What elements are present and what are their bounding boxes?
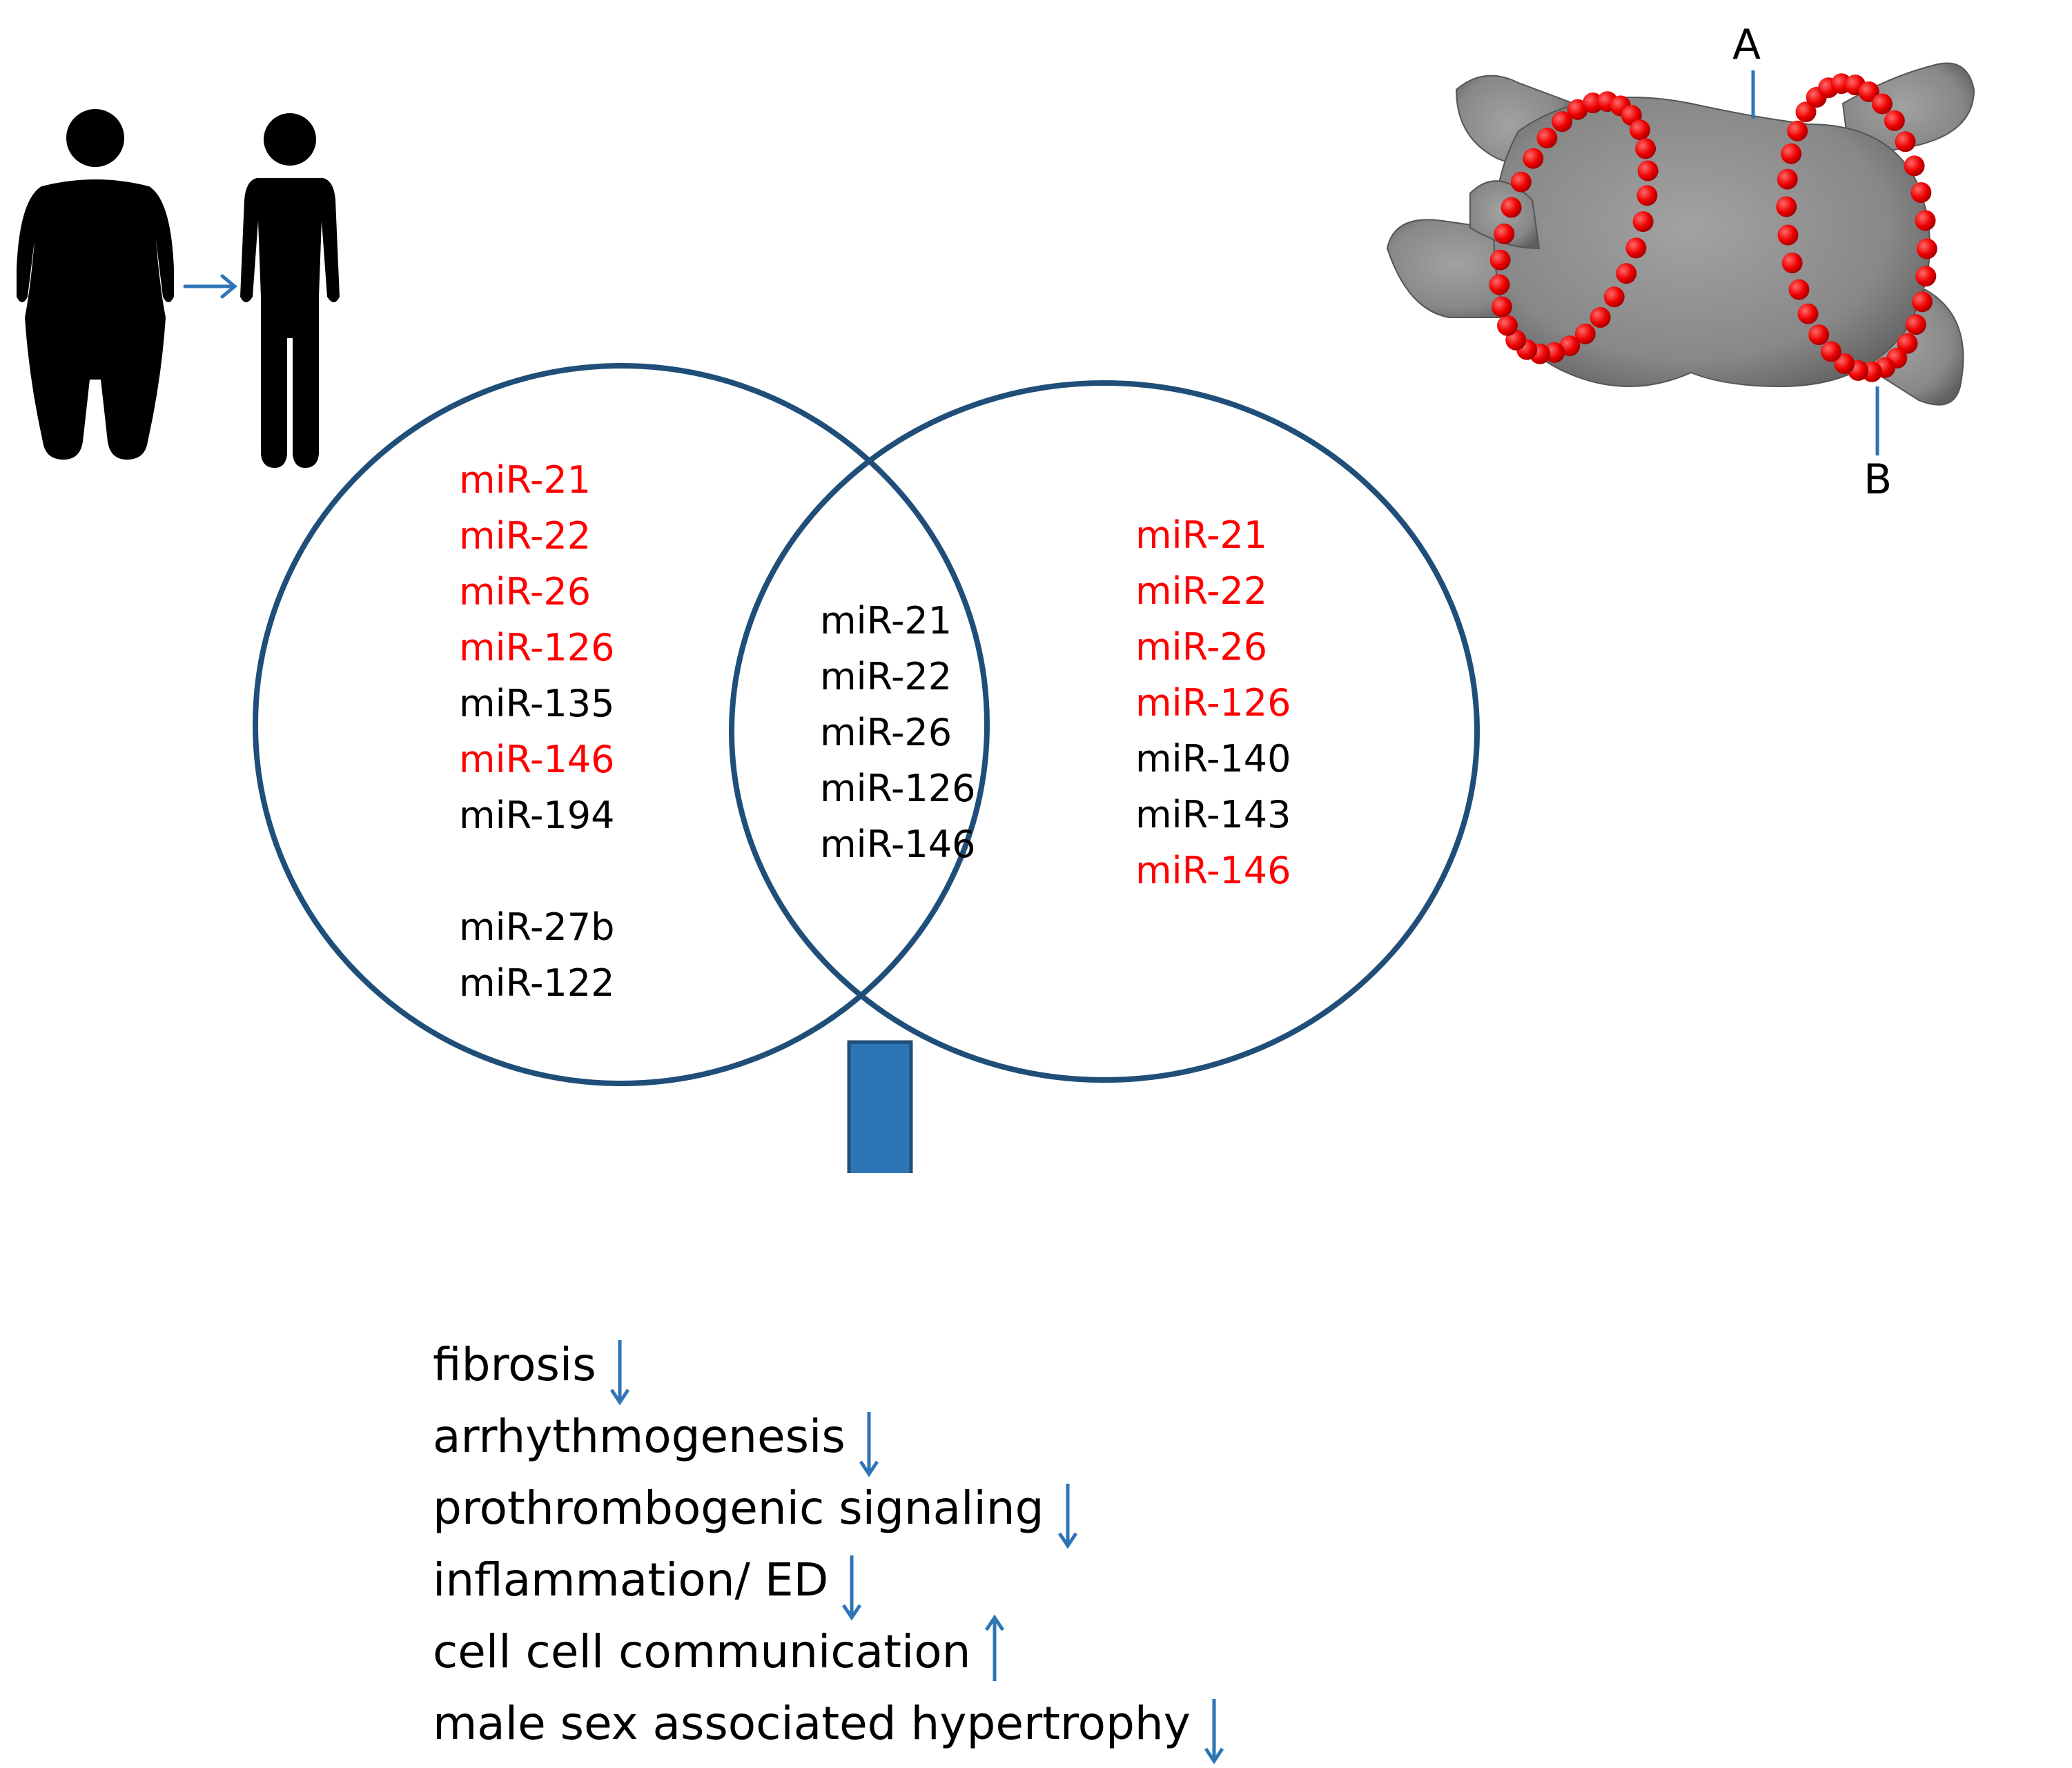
ablation-point [1574,323,1596,344]
ablation-point [1501,197,1522,218]
venn-diagram [253,363,1480,1173]
ablation-point [1489,249,1511,271]
obese-person-icon [17,109,174,460]
effect-label: male sex associated hypertrophy [433,1697,1191,1750]
ablation-point [1788,279,1810,300]
right-set-item: miR-22 [1135,569,1268,613]
ablation-point [1603,286,1625,308]
down-arrow-icon [1204,1699,1224,1765]
right-set-item: miR-140 [1135,737,1291,780]
right-set-item: miR-146 [1135,849,1291,892]
ablation-point [1821,341,1841,362]
left-set-extra-item: miR-122 [459,961,615,1005]
ablation-point [1872,93,1893,115]
slim-person-icon [240,113,340,468]
intersection-item: miR-26 [820,711,952,754]
down-arrow-icon [1057,1484,1077,1549]
obese-to-slim-icon [17,109,340,468]
intersection-item: miR-126 [820,767,976,810]
progression-arrow-icon [183,274,237,299]
ablation-point [1916,238,1937,259]
left-set-item: miR-126 [459,626,615,669]
effect-label: fibrosis [433,1338,596,1391]
label-a: A [1732,21,1761,69]
ablation-point [1637,160,1659,181]
intersection-item: miR-22 [820,655,952,698]
ablation-point [1910,182,1932,203]
label-b: B [1864,455,1893,504]
ablation-point [1616,263,1637,284]
ablation-point [1776,196,1797,217]
ablation-point [1494,223,1515,244]
right-set-circle [729,380,1480,1083]
intersection-item: miR-146 [820,823,976,866]
ablation-point [1636,185,1658,206]
ablation-point [1632,211,1654,233]
left-set-item: miR-146 [459,738,615,781]
ablation-point [1552,111,1573,132]
ablation-point [1489,274,1510,295]
left-set-circle [253,363,990,1086]
right-set-item: miR-143 [1135,793,1291,836]
ablation-point [1884,110,1905,131]
right-set-item: miR-21 [1135,513,1268,557]
ablation-point [1797,303,1819,324]
left-set-item: miR-21 [459,458,592,502]
up-arrow-icon [984,1614,1004,1681]
ablation-point [1911,291,1933,313]
ablation-point [1781,253,1803,273]
right-set-item: miR-126 [1135,681,1291,725]
ablation-point [1787,120,1808,141]
left-set-item: miR-135 [459,682,615,725]
ablation-point [1895,131,1916,153]
effect-label: inflammation/ ED [433,1553,829,1607]
ablation-point [1915,210,1936,231]
ablation-point [1491,296,1512,317]
left-atrium-model [1386,62,1975,455]
ablation-point [1510,171,1532,193]
ablation-point [1523,148,1544,169]
ablation-point [1635,138,1656,159]
ablation-point [1625,237,1647,259]
ablation-point [1630,119,1650,141]
ablation-point [1590,307,1611,328]
ablation-point [1915,266,1937,287]
effect-label: arrhythmogenesis [433,1410,846,1463]
ablation-point [1904,155,1925,177]
ablation-point [1777,168,1798,190]
ablation-point [1897,333,1918,354]
left-set-item: miR-194 [459,794,615,837]
ablation-point [1858,81,1879,102]
ablation-point [1834,353,1855,374]
effect-label: prothrombogenic signaling [433,1482,1044,1535]
ablation-lines [1489,73,1937,382]
intersection-item: miR-21 [820,599,952,642]
ablation-point [1777,224,1799,246]
down-arrow-icon [842,1555,862,1621]
ablation-point [1905,314,1926,335]
ablation-point [1536,128,1558,148]
left-set-extra-item: miR-27b [459,905,615,949]
ablation-point [1781,143,1802,164]
left-set-item: miR-22 [459,514,592,558]
right-set-item: miR-26 [1135,625,1268,669]
ablation-point [1808,324,1830,346]
down-arrow-icon [609,1340,629,1406]
left-set-item: miR-26 [459,570,592,613]
ablation-point [1497,315,1518,336]
effect-label: cell cell communication [433,1625,971,1678]
summary-arrow-icon [847,1040,913,1173]
ablation-point [1795,101,1817,123]
down-arrow-icon [859,1412,879,1477]
